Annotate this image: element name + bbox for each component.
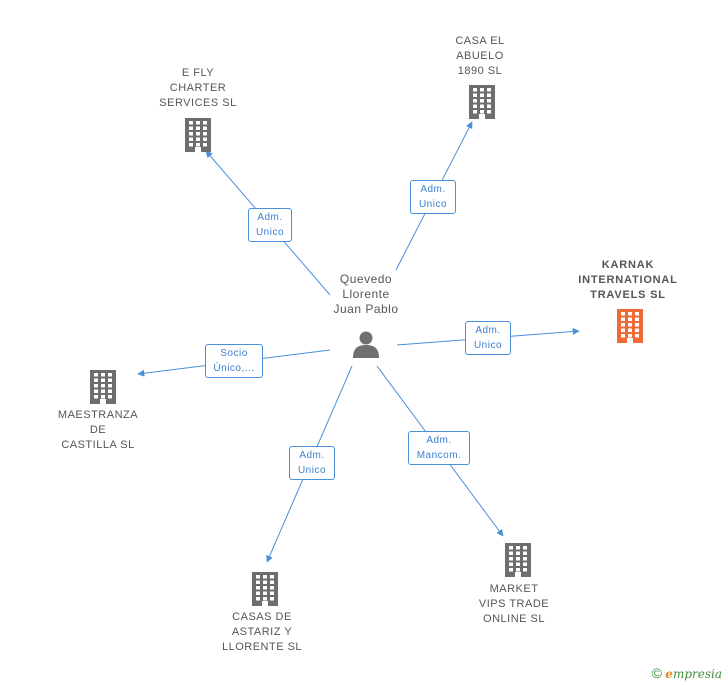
company-name: CASAS DE ASTARIZ Y LLORENTE SL: [221, 611, 303, 653]
relation-label[interactable]: Adm. Unico: [465, 321, 511, 355]
building-icon: [503, 543, 533, 582]
person-icon: [353, 331, 379, 358]
relation-label[interactable]: Adm. Unico: [248, 208, 292, 242]
relation-label[interactable]: Adm. Unico: [410, 180, 456, 214]
relation-label[interactable]: Adm. Mancom.: [408, 431, 470, 465]
brand-logo: © empresia: [651, 665, 722, 681]
center-person[interactable]: Quevedo Llorente Juan Pablo: [318, 272, 414, 362]
building-icon: [88, 370, 118, 409]
building-icon: [615, 309, 645, 348]
company-name: KARNAK INTERNATIONAL TRAVELS SL: [578, 259, 678, 301]
company-name: E FLY CHARTER SERVICES SL: [159, 67, 237, 109]
company-name: MAESTRANZA DE CASTILLA SL: [57, 409, 139, 451]
building-icon: [467, 85, 497, 124]
relation-label[interactable]: Adm. Unico: [289, 446, 335, 480]
relation-label[interactable]: Socio Único,...: [205, 344, 263, 378]
building-icon: [183, 118, 213, 157]
person-name: Quevedo Llorente Juan Pablo: [333, 272, 399, 316]
company-name: MARKET VIPS TRADE ONLINE SL: [478, 583, 550, 625]
company-name: CASA EL ABUELO 1890 SL: [455, 35, 505, 77]
building-icon: [250, 572, 280, 611]
